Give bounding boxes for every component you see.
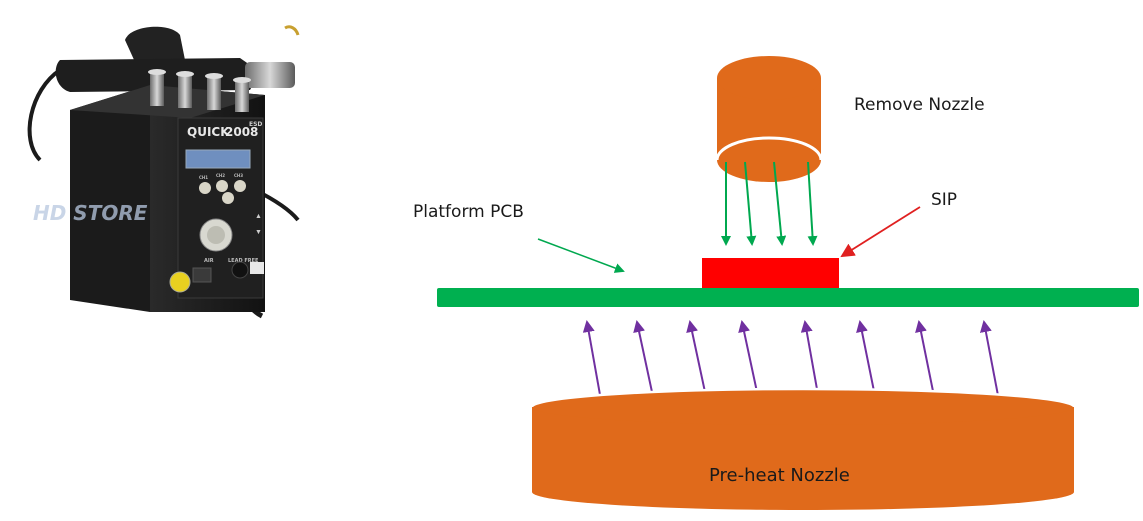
brand-text: QUICK xyxy=(187,125,230,139)
downward-heat-arrows xyxy=(721,161,818,246)
handle-socket xyxy=(231,261,249,279)
svg-text:▼: ▼ xyxy=(255,229,262,236)
button-label-1: CH1 xyxy=(199,175,208,180)
svg-text:▲: ▲ xyxy=(255,213,262,220)
warning-sticker xyxy=(169,271,191,293)
button-label-3: CH3 xyxy=(234,173,243,178)
remove-nozzle-label: Remove Nozzle xyxy=(854,95,985,115)
sip-component xyxy=(702,258,839,289)
preheat-nozzle-label: Pre-heat Nozzle xyxy=(709,465,850,486)
rework-station-photo: QUICK 2008 ESD CH1 CH2 CH3 AIR LEAD FREE… xyxy=(27,25,300,319)
model-text: 2008 xyxy=(225,125,258,139)
platform-pcb-label: Platform PCB xyxy=(413,202,524,222)
up-arrow-1 xyxy=(582,320,603,407)
down-arrow-4 xyxy=(807,161,818,246)
button-4 xyxy=(222,192,234,204)
esd-badge: ESD xyxy=(249,121,262,128)
button-label-2: CH2 xyxy=(216,173,225,178)
preheat-nozzle xyxy=(530,387,1076,510)
panel-label: LEAD FREE xyxy=(228,258,259,264)
pcb-pointer-arrow xyxy=(537,238,625,273)
sip-pointer-arrow xyxy=(840,206,921,258)
remove-nozzle xyxy=(715,56,823,182)
down-arrow-3 xyxy=(773,161,787,246)
watermark: HD STORE xyxy=(33,201,148,225)
lcd-display xyxy=(185,149,251,169)
sip-label: SIP xyxy=(931,190,957,210)
button-1 xyxy=(199,182,211,194)
platform-pcb xyxy=(437,288,1139,307)
up-arrow-8 xyxy=(979,320,1001,407)
down-arrow-2 xyxy=(744,161,757,246)
button-3 xyxy=(234,180,246,192)
button-2 xyxy=(216,180,228,192)
knob-label: AIR xyxy=(204,258,214,264)
power-switch xyxy=(192,267,212,283)
